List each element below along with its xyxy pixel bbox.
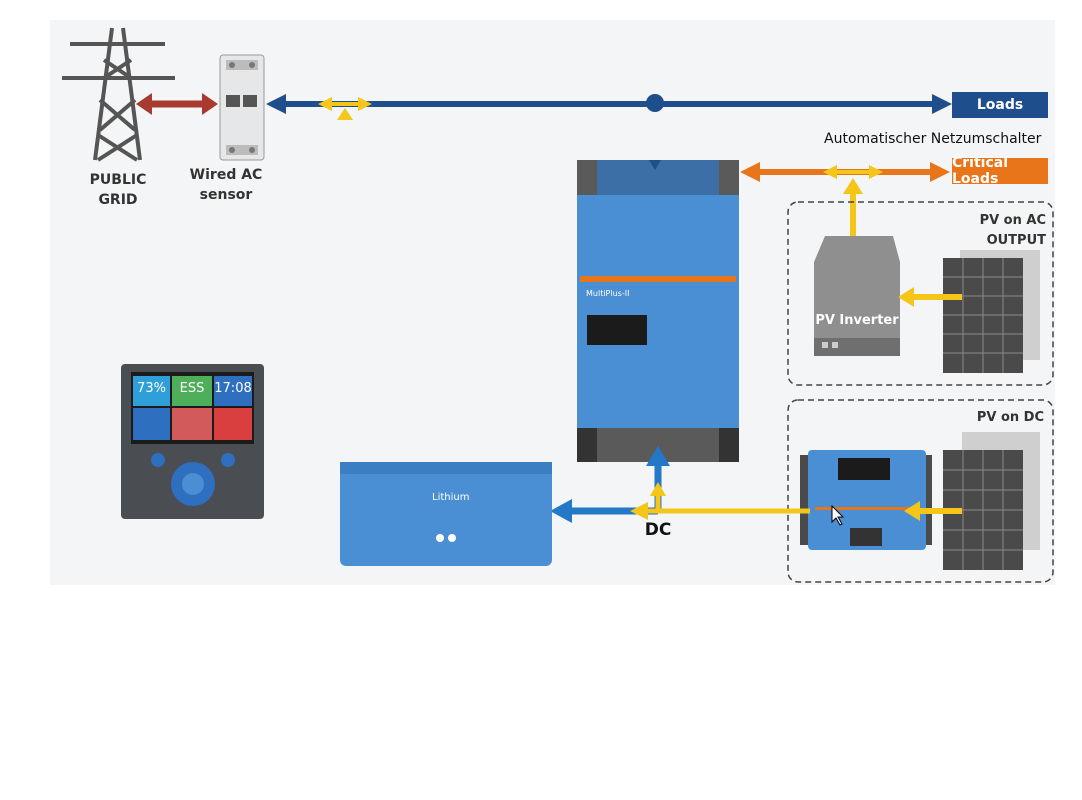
critical-loads-tag: Critical Loads	[952, 155, 1048, 187]
solar-panel-dc-icon	[943, 432, 1040, 570]
ac-sensor-device	[219, 54, 265, 161]
pv-ac-title: PV on AC OUTPUT	[979, 213, 1046, 248]
lithium-battery	[340, 462, 552, 566]
critical-loads-bus	[740, 162, 950, 244]
gx-tile-2: ESS	[179, 381, 205, 396]
gx-touch-display	[121, 364, 264, 519]
transfer-switch-caption: Automatischer Netzumschalter	[824, 131, 1042, 147]
mppt-controller-device	[800, 450, 932, 550]
sensor-label-line1: Wired AC	[189, 167, 263, 183]
battery-label: Lithium	[432, 492, 470, 503]
grid-label-line2: GRID	[98, 192, 138, 208]
pv-dc-title: PV on DC	[976, 410, 1044, 425]
grid-sensor-link	[136, 93, 218, 115]
power-pylon-icon	[62, 27, 175, 162]
inverter-label: MultiPlus-II	[586, 289, 630, 298]
sensor-label-line2: sensor	[199, 187, 253, 203]
pv-dc-flow	[904, 501, 962, 521]
gx-tile-3: 17:08	[214, 381, 252, 396]
pv-dc-group	[787, 399, 1054, 583]
gx-tile-1: 73%	[137, 381, 166, 396]
pv-inverter-label: PV Inverter	[815, 313, 899, 328]
pv-ac-group	[787, 201, 1054, 386]
ac-grid-bus	[266, 94, 952, 120]
mouse-cursor-icon	[831, 504, 845, 526]
pv-ac-flow	[898, 287, 962, 307]
dc-bus	[550, 446, 810, 523]
solar-panel-ac-icon	[943, 250, 1040, 373]
pv-inverter-device	[814, 236, 900, 356]
grid-label-line1: PUBLIC	[89, 172, 147, 188]
dc-label: DC	[644, 520, 672, 540]
loads-tag: Loads	[952, 92, 1048, 118]
multiplus-inverter	[577, 160, 739, 462]
